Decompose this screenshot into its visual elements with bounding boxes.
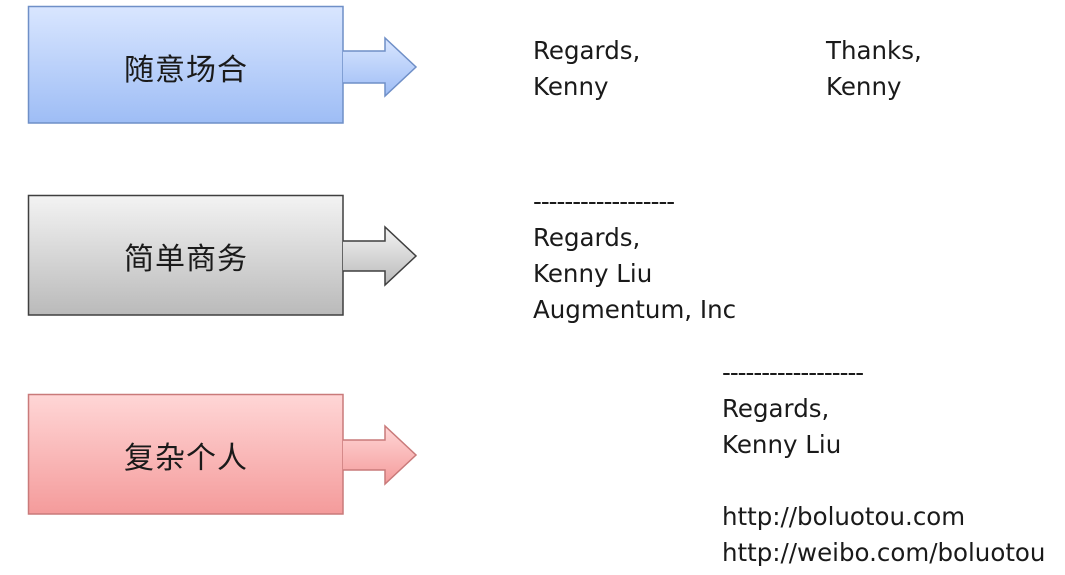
casual-arrow-shape: [27, 5, 418, 124]
signature-blank-line: [722, 463, 1045, 499]
signature-line: Thanks,: [826, 36, 922, 65]
casual-arrow: 随意场合: [27, 5, 419, 129]
casual-signature-regards: Regards, Kenny: [533, 33, 640, 105]
signature-line: Regards,: [533, 36, 641, 65]
personal-arrow-shape: [27, 393, 418, 515]
casual-label: 随意场合: [124, 53, 248, 88]
signature-separator: ------------------: [533, 187, 675, 216]
signature-line: Kenny: [826, 72, 902, 101]
signature-separator: ------------------: [722, 358, 864, 387]
personal-arrow: 复杂个人: [27, 393, 419, 517]
business-signature: ------------------ Regards, Kenny Liu Au…: [533, 184, 736, 328]
signature-line: Kenny Liu: [722, 430, 842, 459]
signature-line: Kenny: [533, 72, 609, 101]
casual-signature-thanks: Thanks, Kenny: [826, 33, 922, 105]
signature-link-line: http://boluotou.com: [722, 502, 966, 531]
business-arrow-shape: [27, 194, 418, 316]
personal-label: 复杂个人: [124, 441, 248, 476]
signature-line: Regards,: [533, 223, 641, 252]
personal-signature: ------------------ Regards, Kenny Liu ht…: [722, 355, 1045, 571]
business-arrow: 简单商务: [27, 194, 419, 318]
signature-line: Augmentum, Inc: [533, 295, 737, 324]
signature-link-line: http://weibo.com/boluotou: [722, 538, 1046, 567]
business-label: 简单商务: [124, 242, 248, 277]
signature-line: Regards,: [722, 394, 830, 423]
signature-line: Kenny Liu: [533, 259, 653, 288]
